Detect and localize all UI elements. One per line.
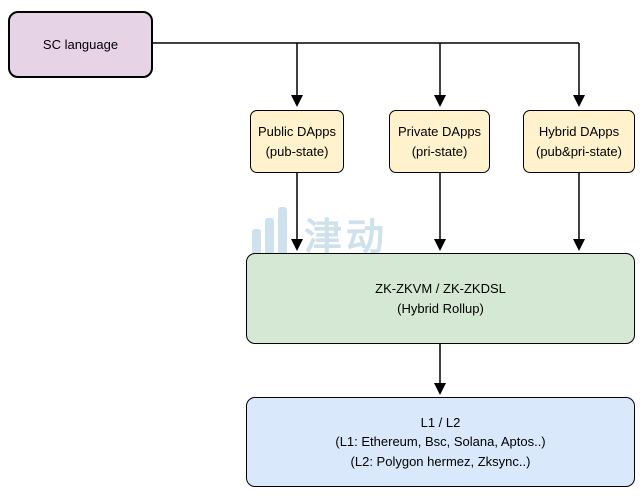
node-l1-l2-line1: L1 / L2 [420,414,461,430]
node-sc-language: SC language [8,11,153,78]
node-l1-l2: L1 / L2 (L1: Ethereum, Bsc, Solana, Apto… [246,397,635,487]
node-public-dapps: Public DApps (pub-state) [250,110,344,173]
node-zk-rollup-line2: (Hybrid Rollup) [397,300,484,316]
node-private-dapps-line1: Private DApps [397,124,482,139]
node-public-dapps-line1: Public DApps [257,124,337,139]
node-private-dapps: Private DApps (pri-state) [389,110,490,173]
node-hybrid-dapps: Hybrid DApps (pub&pri-state) [523,110,635,173]
node-public-dapps-line2: (pub-state) [265,143,329,159]
node-private-dapps-line2: (pri-state) [411,143,468,159]
node-l1-l2-line3: (L2: Polygon hermez, Zksync..) [350,453,531,469]
node-l1-l2-line2: (L1: Ethereum, Bsc, Solana, Aptos..) [335,434,546,450]
node-hybrid-dapps-line2: (pub&pri-state) [536,143,622,159]
node-zk-rollup: ZK-ZKVM / ZK-ZKDSL (Hybrid Rollup) [246,253,635,344]
node-sc-language-label: SC language [42,36,119,52]
node-hybrid-dapps-line1: Hybrid DApps [538,124,620,139]
node-zk-rollup-line1: ZK-ZKVM / ZK-ZKDSL [375,281,506,296]
